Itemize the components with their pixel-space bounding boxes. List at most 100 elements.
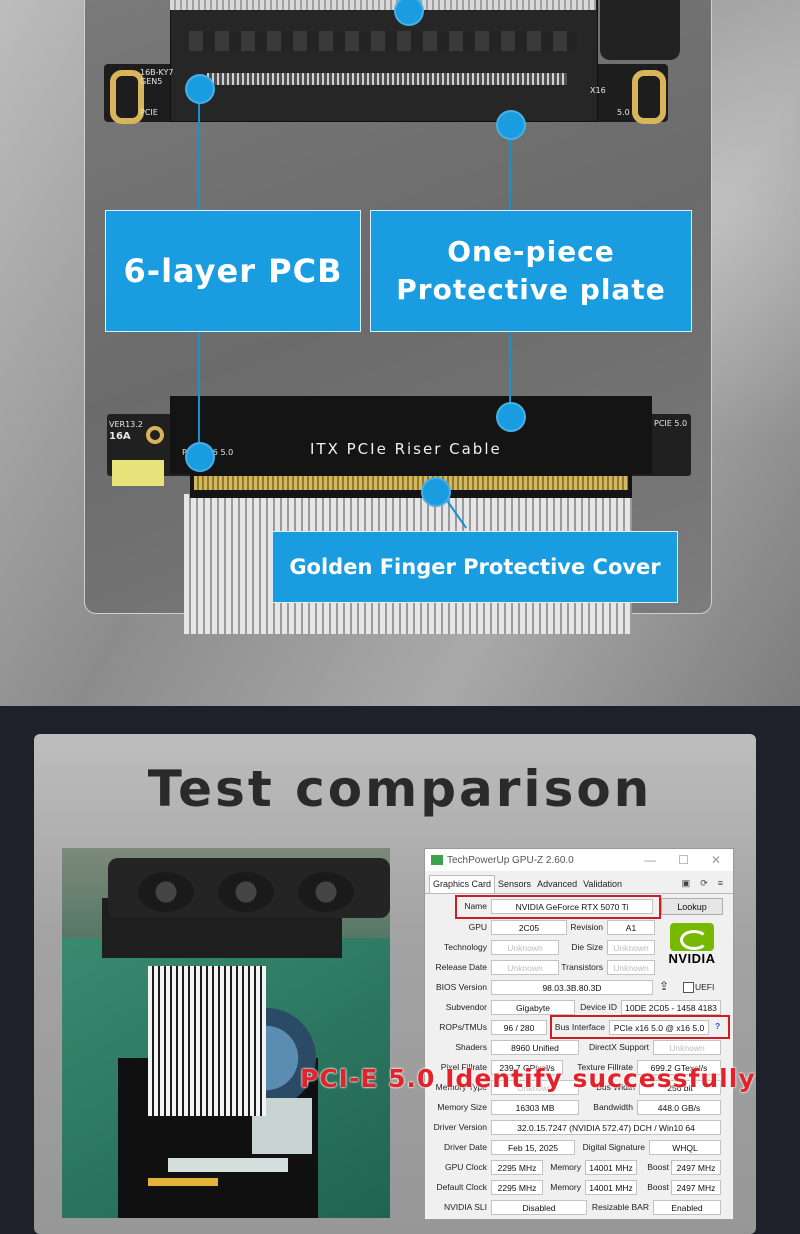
- row-rops: ROPs/TMUs 96 / 280 Bus Interface PCIe x1…: [425, 1019, 733, 1037]
- silk-amp: 16A: [109, 431, 131, 442]
- gpu-label: GPU: [468, 922, 487, 932]
- name-value: NVIDIA GeForce RTX 5070 Ti: [491, 899, 653, 914]
- lookup-button[interactable]: Lookup: [661, 898, 723, 915]
- callout-dot-plate-bottom: [496, 402, 526, 432]
- callout-line-plate-top: [509, 124, 511, 210]
- subvendor-label: Subvendor: [445, 1002, 487, 1012]
- silk-ver: VER13.2: [109, 420, 143, 429]
- rops-value: 96 / 280: [491, 1020, 547, 1035]
- row-technology: Technology Unknown Die Size Unknown: [425, 939, 733, 957]
- die-size-value: Unknown: [607, 940, 655, 955]
- silk-pcie-gen: PCIE 5.0: [654, 419, 688, 428]
- warning-sticker: [148, 1178, 218, 1186]
- tab-validation[interactable]: Validation: [583, 879, 622, 889]
- gpuz-title: TechPowerUp GPU-Z 2.60.0: [447, 854, 574, 866]
- bottom-mount-hole: [146, 426, 164, 444]
- pixel-fillrate-label: Pixel Fillrate: [440, 1062, 487, 1072]
- bios-label: BIOS Version: [435, 982, 487, 992]
- row-fillrate: Pixel Fillrate 239.7 GPixel/s Texture Fi…: [425, 1059, 733, 1077]
- release-date-value: Unknown: [491, 960, 559, 975]
- bus-interface-label: Bus Interface: [554, 1022, 605, 1032]
- row-gpu: GPU 2C05 Revision A1: [425, 919, 733, 937]
- menu-icon[interactable]: ≡: [717, 878, 723, 888]
- nvidia-logo: NVIDIA: [661, 923, 723, 969]
- default-clock-value: 2295 MHz: [491, 1180, 543, 1195]
- callout-dot-pcb-bottom: [185, 442, 215, 472]
- label-pcb-text: 6-layer PCB: [123, 252, 343, 290]
- resizable-bar-value: Enabled: [653, 1200, 721, 1215]
- row-subvendor: Subvendor Gigabyte Device ID 10DE 2C05 -…: [425, 999, 733, 1017]
- highlight-name: [455, 895, 661, 919]
- rops-label: ROPs/TMUs: [439, 1022, 487, 1032]
- row-name: Name NVIDIA GeForce RTX 5070 Ti Lookup: [425, 898, 733, 916]
- section-title: Test comparison: [147, 760, 653, 818]
- label-golden-text: Golden Finger Protective Cover: [289, 555, 661, 579]
- maximize-icon[interactable]: ☐: [678, 853, 689, 867]
- graphics-card: [108, 858, 390, 918]
- tab-sensors[interactable]: Sensors: [498, 879, 532, 889]
- minimize-icon[interactable]: —: [644, 853, 657, 867]
- nvidia-logo-text: NVIDIA: [668, 951, 716, 966]
- help-icon[interactable]: ?: [715, 1021, 721, 1031]
- label-golden-finger: Golden Finger Protective Cover: [272, 531, 678, 603]
- mount-hole-right: [632, 70, 666, 124]
- memory-type-label: Memory Type: [435, 1082, 487, 1092]
- resizable-bar-label: Resizable BAR: [591, 1202, 649, 1212]
- tab-advanced[interactable]: Advanced: [537, 879, 578, 889]
- subvendor-value: Gigabyte: [491, 1000, 575, 1015]
- mount-hole-left: [110, 70, 144, 124]
- die-size-label: Die Size: [571, 942, 603, 952]
- gpu-fan-3: [298, 872, 354, 912]
- driver-version-label: Driver Version: [433, 1122, 487, 1132]
- slot-ribs: [189, 31, 577, 51]
- tab-graphics-card[interactable]: Graphics Card: [429, 875, 496, 893]
- gpuz-tabs: Graphics Card Sensors Advanced Validatio…: [425, 871, 733, 894]
- revision-label: Revision: [570, 922, 603, 932]
- label-protective-plate: One-piece Protective plate: [370, 210, 692, 332]
- gpuz-titlebar: TechPowerUp GPU-Z 2.60.0 — ☐ ✕: [425, 849, 733, 871]
- uefi-label: UEFI: [695, 982, 715, 992]
- silk-x16: X16: [590, 86, 606, 95]
- default-memory-value: 14001 MHz: [585, 1180, 637, 1195]
- device-id-label: Device ID: [580, 1002, 617, 1012]
- callout-dot-golden: [421, 477, 451, 507]
- gpuz-app-icon: [431, 855, 443, 865]
- gpu-boost-value: 2497 MHz: [671, 1160, 721, 1175]
- uefi-checkbox[interactable]: [683, 982, 694, 993]
- gpu-fan-1: [138, 872, 194, 912]
- transistors-label: Transistors: [561, 962, 603, 972]
- default-boost-label: Boost: [647, 1182, 669, 1192]
- refresh-icon[interactable]: ⟳: [700, 878, 708, 888]
- row-driver-date: Driver Date Feb 15, 2025 Digital Signatu…: [425, 1139, 733, 1157]
- product-diagram: 16B-KY7 GEN5 PCIE X16 5.0 VER13.2 16A PC…: [0, 0, 800, 706]
- close-icon[interactable]: ✕: [710, 853, 721, 867]
- directx-label: DirectX Support: [589, 1042, 649, 1052]
- camera-icon[interactable]: ▣: [681, 878, 691, 888]
- memory-type-value: Unknown: [491, 1080, 579, 1095]
- row-bios: BIOS Version 98.03.3B.80.3D ⇪ UEFI: [425, 979, 733, 997]
- texture-fillrate-value: 699.2 GTexel/s: [637, 1060, 721, 1075]
- transistors-value: Unknown: [607, 960, 655, 975]
- slot-pins: [207, 73, 567, 85]
- golden-fingers: [194, 476, 628, 490]
- gpu-memory-label: Memory: [550, 1162, 581, 1172]
- row-driver-version: Driver Version 32.0.15.7247 (NVIDIA 572.…: [425, 1119, 733, 1137]
- row-default-clock: Default Clock 2295 MHz Memory 14001 MHz …: [425, 1179, 733, 1197]
- bios-value: 98.03.3B.80.3D: [491, 980, 653, 995]
- riser-title: ITX PCIe Riser Cable: [310, 440, 502, 458]
- share-icon[interactable]: ⇪: [659, 979, 670, 993]
- label-6-layer-pcb: 6-layer PCB: [105, 210, 361, 332]
- name-label: Name: [464, 901, 487, 911]
- driver-date-value: Feb 15, 2025: [491, 1140, 575, 1155]
- bandwidth-value: 448.0 GB/s: [637, 1100, 721, 1115]
- slot-latch: [600, 0, 680, 60]
- gpuz-window: TechPowerUp GPU-Z 2.60.0 — ☐ ✕ Graphics …: [424, 848, 734, 1220]
- pixel-fillrate-value: 239.7 GPixel/s: [491, 1060, 563, 1075]
- default-memory-label: Memory: [550, 1182, 581, 1192]
- gpu-boost-label: Boost: [647, 1162, 669, 1172]
- gpu-value: 2C05: [491, 920, 567, 935]
- callout-dot-pcb: [185, 74, 215, 104]
- directx-value: Unknown: [653, 1040, 721, 1055]
- row-sli: NVIDIA SLI Disabled Resizable BAR Enable…: [425, 1199, 733, 1217]
- row-shaders: Shaders 8960 Unified DirectX Support Unk…: [425, 1039, 733, 1057]
